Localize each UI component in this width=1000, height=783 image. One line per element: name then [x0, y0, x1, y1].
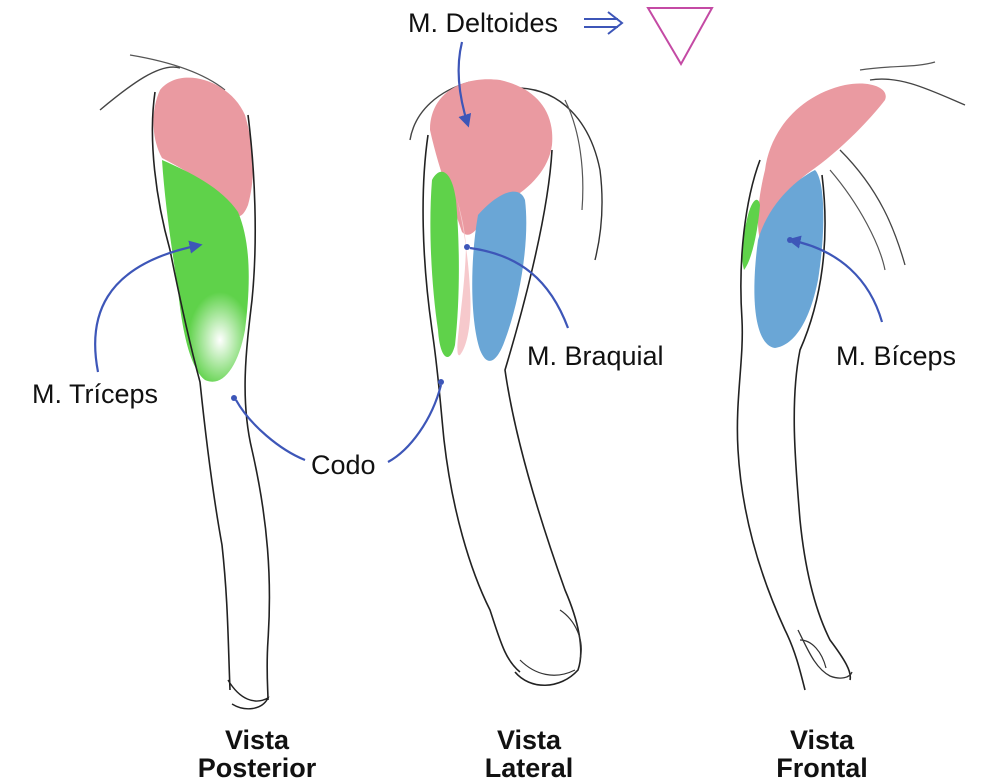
deltoid-muscle-posterior: [153, 77, 253, 217]
label-deltoides: M. Deltoides: [408, 8, 559, 38]
arm-outline: [244, 114, 271, 701]
caption-lateral: Vista Lateral: [429, 726, 629, 782]
brachialis-light-lateral: [455, 190, 471, 356]
elbow-pointer-posterior: [235, 399, 306, 462]
brachialis-pointer: [469, 246, 570, 329]
back-sketch-line: [564, 99, 584, 211]
deltoid-muscle-frontal: [757, 83, 886, 240]
caption-posterior-line2: Posterior: [197, 753, 317, 783]
biceps-muscle-frontal: [754, 170, 824, 348]
label-triceps: M. Tríceps: [32, 379, 159, 409]
chest-sketch-line: [839, 149, 906, 266]
label-braquial: M. Braquial: [527, 341, 664, 371]
arm-frontal-view: [736, 61, 966, 691]
pointer-lines: [94, 41, 884, 463]
arm-outline: [151, 91, 231, 691]
biceps-pointer: [787, 235, 884, 323]
arm-outline: [793, 174, 852, 681]
back-sketch-line: [519, 87, 603, 261]
brachialis-muscle-lateral: [472, 191, 527, 361]
arm-lateral-view: [409, 79, 603, 686]
shoulder-sketch-line: [129, 54, 226, 91]
triceps-muscle-lateral: [430, 171, 459, 357]
shoulder-sketch-line: [99, 66, 181, 111]
inverted-triangle-icon: [646, 7, 714, 67]
triceps-tendon-highlight: [188, 292, 252, 388]
wrist-outline: [227, 679, 270, 710]
caption-lateral-line2: Lateral: [484, 753, 574, 783]
arm-posterior-view: [99, 54, 271, 710]
caption-frontal-line1: Vista: [789, 725, 855, 755]
caption-posterior: Vista Posterior: [157, 726, 357, 782]
shoulder-sketch-line: [859, 61, 936, 71]
deltoid-pointer: [457, 41, 472, 128]
arm-outline: [736, 159, 806, 691]
fist-outline: [559, 609, 582, 661]
double-arrow-right-icon: [584, 11, 624, 35]
caption-lateral-line1: Vista: [496, 725, 562, 755]
caption-frontal-line2: Frontal: [776, 753, 868, 783]
chest-sketch-line: [829, 169, 886, 271]
triceps-edge-frontal: [742, 199, 760, 270]
shoulder-sketch-line: [869, 78, 966, 106]
label-codo: Codo: [311, 450, 376, 480]
caption-frontal: Vista Frontal: [722, 726, 922, 782]
elbow-pointer-lateral: [387, 384, 443, 463]
fist-outline: [519, 659, 576, 676]
arm-outline: [504, 149, 582, 686]
brachialis-point: [464, 244, 470, 250]
label-biceps: M. Bíceps: [836, 341, 957, 371]
hand-outline: [799, 639, 827, 669]
elbow-point-posterior: [231, 395, 237, 401]
caption-posterior-line1: Vista: [224, 725, 290, 755]
arm-outline: [422, 134, 521, 673]
triceps-pointer: [94, 240, 203, 373]
elbow-point-lateral: [438, 379, 444, 385]
hand-outline: [797, 629, 853, 679]
